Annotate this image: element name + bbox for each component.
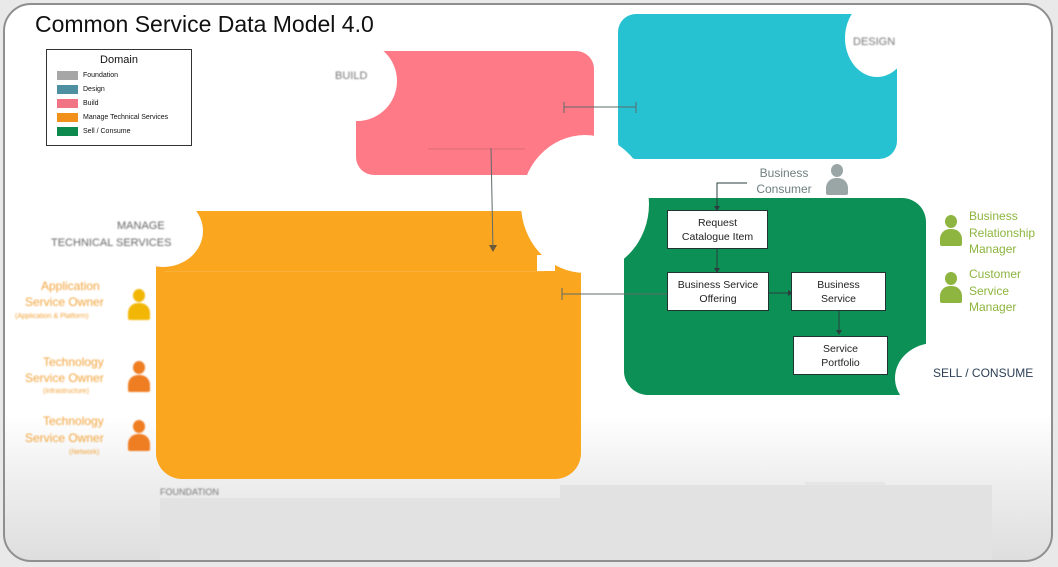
legend-title: Domain — [100, 54, 138, 66]
design-label: DESIGN — [853, 36, 896, 48]
arrow-head — [836, 330, 842, 335]
service-portfolio-node: Service Portfolio — [793, 336, 888, 375]
customer-service-manager-label: Customer Service Manager — [969, 267, 1022, 314]
arrow-head — [788, 290, 793, 296]
business-service-offering-node: Business Service Offering — [667, 272, 769, 311]
person-body — [128, 434, 150, 451]
legend-label: Foundation — [83, 72, 119, 79]
role-line1: Application — [41, 279, 100, 293]
legend-swatch — [57, 113, 78, 122]
legend-swatch — [57, 99, 78, 108]
arrow-head — [714, 268, 720, 273]
legend: Domain Foundation Design Build Manage Te… — [46, 49, 192, 146]
foundation-shape — [560, 485, 992, 499]
manage-label-line2: TECHNICAL SERVICES — [51, 237, 172, 249]
build-notch — [317, 41, 397, 121]
build-label: BUILD — [335, 70, 368, 82]
network-owner-person-icon — [128, 420, 150, 452]
build-manage-connector — [490, 147, 494, 252]
person-head — [133, 361, 145, 374]
customer-service-manager-person-icon — [940, 272, 962, 304]
business-relationship-manager-person-icon — [940, 215, 962, 247]
person-head — [945, 215, 957, 228]
legend-label: Sell / Consume — [83, 128, 131, 135]
diagram-frame: Common Service Data Model 4.0 Domain Fou… — [3, 3, 1053, 562]
arrow-head — [489, 245, 497, 252]
white-patch — [537, 255, 555, 271]
legend-label: Build — [83, 100, 99, 107]
application-owner-person-icon — [128, 289, 150, 321]
person-body — [826, 178, 848, 195]
person-body — [128, 303, 150, 320]
role-line2: Service Owner — [25, 371, 104, 385]
request-catalogue-item-node: Request Catalogue Item — [667, 210, 768, 249]
manage-notch — [123, 195, 203, 267]
foundation-label: FOUNDATION — [160, 487, 219, 497]
role-line1: Technology — [43, 355, 104, 369]
person-head — [133, 420, 145, 433]
legend-swatch — [57, 85, 78, 94]
blurred-divider — [164, 271, 544, 272]
person-head — [831, 164, 843, 177]
manage-label-line1: MANAGE — [117, 220, 165, 232]
legend-swatch — [57, 71, 78, 80]
manage-technical-services-domain — [156, 211, 581, 479]
role-line2: Service Owner — [25, 295, 104, 309]
business-relationship-manager-label: Business Relationship Manager — [969, 209, 1036, 256]
connector-layer — [428, 102, 842, 335]
page-title: Common Service Data Model 4.0 — [35, 11, 374, 37]
business-consumer-person-icon — [826, 164, 848, 196]
arrow-head — [714, 206, 720, 211]
consumer-request-arrow — [716, 182, 747, 209]
infrastructure-owner-person-icon — [128, 361, 150, 393]
person-body — [940, 286, 962, 303]
person-head — [133, 289, 145, 302]
center-notch — [521, 135, 649, 273]
legend-label: Manage Technical Services — [83, 114, 169, 121]
role-line1: Technology — [43, 414, 104, 428]
sell-label: SELL / CONSUME — [933, 366, 1034, 380]
role-line3: (Infrastructure) — [43, 388, 89, 395]
business-consumer-label: Business Consumer — [756, 166, 812, 196]
role-line3: (Network) — [69, 449, 100, 456]
design-notch — [845, 5, 909, 77]
sell-notch — [895, 343, 975, 413]
foundation-area — [160, 498, 992, 560]
legend-swatch — [57, 127, 78, 136]
person-body — [128, 375, 150, 392]
role-line3: (Application & Platform) — [15, 313, 89, 320]
person-head — [945, 272, 957, 285]
person-body — [940, 229, 962, 246]
legend-label: Design — [83, 86, 105, 93]
role-line2: Service Owner — [25, 431, 104, 445]
business-service-node: Business Service — [791, 272, 886, 311]
